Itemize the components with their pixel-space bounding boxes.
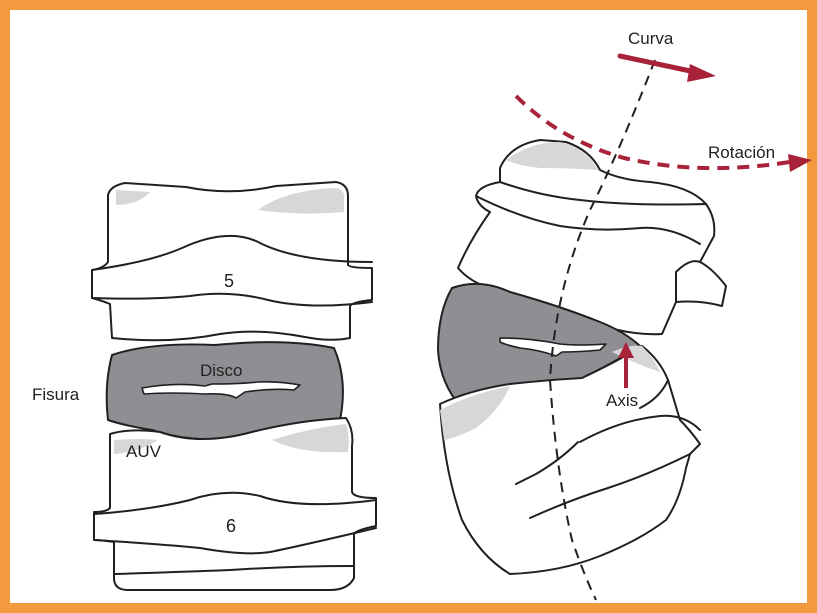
right-spine-segment: Curva Rotación Axis	[438, 29, 812, 600]
left-spine-segment: 5 Disco Fisura AUV 6	[32, 182, 376, 590]
auv-label: AUV	[126, 442, 162, 461]
curve-label: Curva	[628, 29, 674, 48]
fissure-label: Fisura	[32, 385, 80, 404]
vertebra-5	[92, 182, 372, 340]
axis-label: Axis	[606, 391, 638, 410]
curve-arrow	[620, 56, 716, 82]
disc-label: Disco	[200, 361, 243, 380]
vertebra-5-label: 5	[224, 271, 234, 291]
rotation-label: Rotación	[708, 143, 775, 162]
vertebra-6-label: 6	[226, 516, 236, 536]
